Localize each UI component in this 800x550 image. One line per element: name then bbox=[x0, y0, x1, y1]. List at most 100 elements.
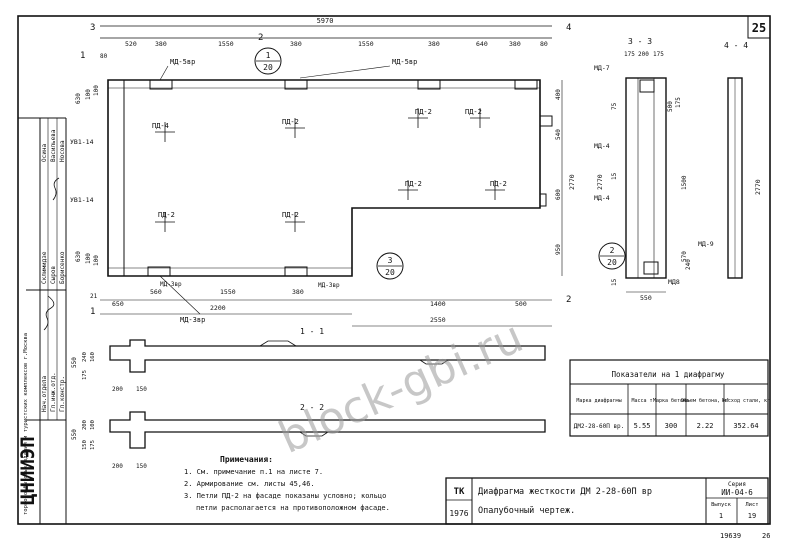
label-uv1-top: УВ1-14 bbox=[70, 138, 94, 146]
s22-profile bbox=[109, 411, 546, 449]
role-2: Гл.инж.отд. bbox=[50, 372, 57, 412]
header-mark: Марка диафрагмы bbox=[576, 398, 621, 404]
cut-2-bottom: 2 bbox=[566, 295, 571, 305]
cut-2-label: 2 bbox=[258, 33, 263, 43]
sheet-value: 19 bbox=[748, 512, 756, 520]
label-pd4: ПД-4 bbox=[152, 122, 169, 130]
bottom-dim-5: 1400 bbox=[430, 300, 446, 308]
label-pd2-5: ПД-2 bbox=[490, 180, 507, 188]
cut-1-bottom: 1 bbox=[90, 307, 95, 317]
header-mass: Масса т bbox=[631, 398, 652, 404]
panel-nub-top bbox=[539, 115, 553, 127]
s22-dim-200: 200 bbox=[82, 420, 88, 430]
s11-profile bbox=[109, 339, 546, 373]
bubble-3-20: 3 20 bbox=[376, 252, 404, 280]
bottom-dim-3: 1550 bbox=[220, 288, 236, 296]
note-2: 2. Армирование см. листы 45,46. bbox=[184, 480, 315, 488]
right-dim-3: 600 bbox=[555, 189, 562, 200]
sheet-label: Лист bbox=[745, 502, 758, 508]
approver-2: Васильева bbox=[50, 129, 57, 162]
s22-dim-150: 150 bbox=[82, 440, 88, 450]
section-11-label: 1 - 1 bbox=[300, 327, 324, 336]
s33-top-dim-1: 175 bbox=[624, 51, 635, 58]
label-md3-small-right: МД-3вр bbox=[318, 282, 340, 289]
cut-4-top: 4 bbox=[566, 23, 571, 33]
header-steel: Расход стали, кг bbox=[722, 398, 770, 404]
s33-dim-240: 240 bbox=[685, 259, 692, 270]
top-dim-5: 1550 bbox=[358, 40, 374, 48]
s33-width: 550 bbox=[640, 294, 652, 302]
label-pd2-3: ПД-2 bbox=[465, 108, 482, 116]
section-44-title: 4 - 4 bbox=[724, 41, 748, 50]
cut-1-top: 1 bbox=[80, 51, 85, 61]
bottom-code-left: 19639 bbox=[720, 532, 741, 540]
role-3: Гл.констр. bbox=[59, 376, 66, 412]
role-1: Нач.отдела bbox=[41, 375, 48, 412]
s11-dim-550: 550 bbox=[71, 357, 78, 368]
panel-nub-bottom bbox=[539, 193, 547, 207]
bottom-dim-1: 650 bbox=[112, 300, 124, 308]
label-pd2-4: ПД-2 bbox=[405, 180, 422, 188]
label-md3-bottom: МД-3вр bbox=[180, 316, 205, 324]
s11-recesses bbox=[259, 340, 449, 365]
plate-md5-1 bbox=[149, 79, 173, 90]
sheet-number: 25 bbox=[752, 21, 766, 35]
top-dim-2: 380 bbox=[155, 40, 167, 48]
cell-steel: 352.64 bbox=[733, 422, 758, 430]
s11-dim-150: 150 bbox=[136, 386, 147, 393]
label-pd2-7: ПД-2 bbox=[282, 211, 299, 219]
overall-width: 5970 bbox=[317, 17, 334, 25]
bubble-2-num: 2 bbox=[610, 246, 615, 255]
s11-dim-200: 200 bbox=[112, 386, 123, 393]
s22-dim-100: 100 bbox=[90, 420, 96, 430]
sheet-number-box bbox=[747, 15, 771, 39]
s33-top-dim-3: 175 bbox=[653, 51, 664, 58]
note-4: петли располагается на противоположном ф… bbox=[196, 504, 390, 512]
s33-mark-md8: МД8 bbox=[668, 278, 680, 286]
notes-title: Примечания: bbox=[220, 455, 273, 464]
plate-md3-2 bbox=[284, 266, 308, 277]
s33-mark-md4-1: МД-4 bbox=[594, 142, 610, 150]
bottom-dim-overall-right: 2550 bbox=[430, 316, 446, 324]
label-md5-right: МД-5вр bbox=[392, 58, 417, 66]
s22-dim-150b: 150 bbox=[136, 463, 147, 470]
s33-outline bbox=[625, 77, 667, 279]
approver-1: Осина bbox=[41, 144, 48, 162]
tk-code: ТК bbox=[454, 487, 465, 497]
s22-dim-175: 175 bbox=[90, 440, 96, 450]
section-3-3: 3 - 3 175 200 175 МД-7 МД-4 МД-4 МД-9 МД… bbox=[594, 37, 714, 302]
header-concrete: Марка бетона bbox=[653, 397, 689, 404]
top-dim-8: 380 bbox=[509, 40, 521, 48]
year: 1976 bbox=[449, 509, 468, 518]
approver-3: Носова bbox=[59, 140, 66, 162]
top-dim-3: 1550 bbox=[218, 40, 234, 48]
s11-dim-240: 240 bbox=[82, 352, 88, 362]
top-dim-1: 520 bbox=[125, 40, 137, 48]
bubble-2-20: 2 20 bbox=[598, 242, 626, 270]
bubble-3-num: 3 bbox=[388, 256, 393, 265]
bubble-3-den: 20 bbox=[385, 268, 395, 277]
s33-plate-top bbox=[639, 79, 655, 93]
s33-mark-md7: МД-7 bbox=[594, 64, 610, 72]
s22-dim-550: 550 bbox=[71, 429, 78, 440]
s33-dim-15a: 15 bbox=[611, 172, 618, 180]
loop-markers bbox=[155, 108, 505, 232]
bubble-2-den: 20 bbox=[607, 258, 617, 267]
section-4-4: 4 - 4 2770 bbox=[724, 41, 762, 279]
label-pd2-6: ПД-2 bbox=[158, 211, 175, 219]
label-pd2-2: ПД-2 bbox=[415, 108, 432, 116]
header-volume: Объем бетона, м³ bbox=[681, 397, 729, 404]
left-title-strip: ЦНИИЭП торгово-бытовых зданий и туристск… bbox=[17, 117, 67, 524]
edge-dim-bottom: 21 bbox=[90, 293, 98, 300]
issue-label: Выпуск bbox=[711, 502, 732, 508]
signature-mark-2 bbox=[52, 177, 60, 201]
title-block: ТК 1976 Диафрагма жесткости ДМ 2-28-60П … bbox=[445, 477, 769, 525]
cell-volume: 2.22 bbox=[697, 422, 714, 430]
plate-md5-2 bbox=[284, 79, 308, 90]
signature-mark bbox=[43, 295, 55, 331]
panel-height: 2770 bbox=[568, 174, 576, 190]
s11-dim-160: 160 bbox=[90, 352, 96, 362]
left-dim-1: 630 bbox=[75, 93, 82, 104]
org-subtitle: торгово-бытовых зданий и туристских комп… bbox=[22, 333, 29, 515]
